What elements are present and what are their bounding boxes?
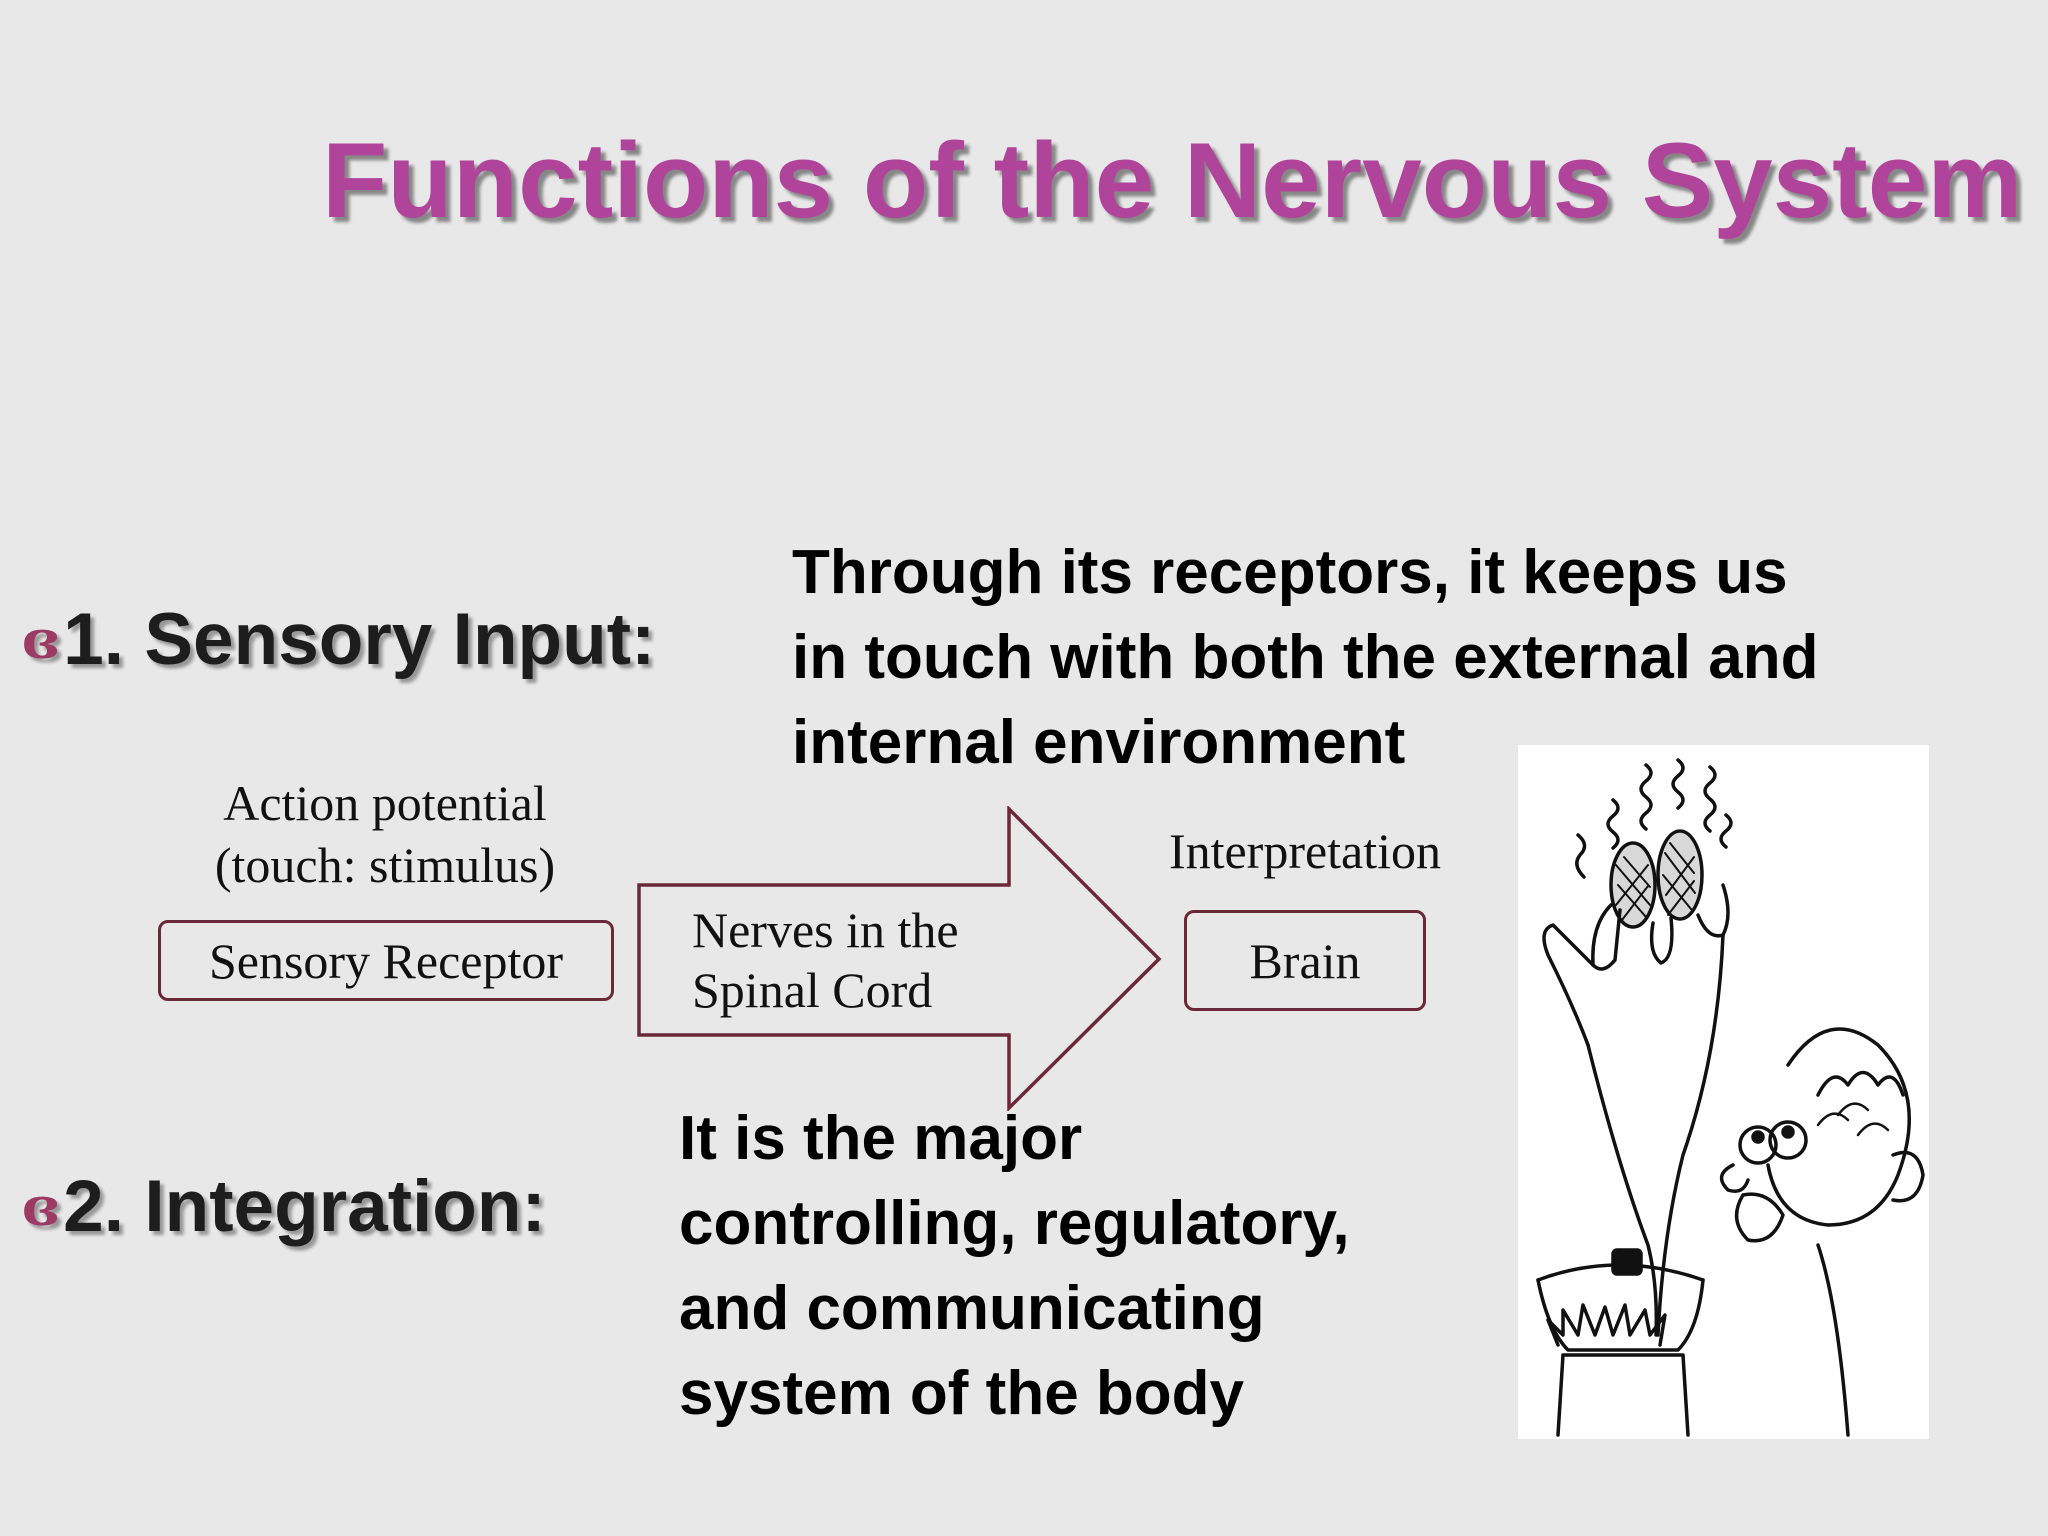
brain-label: Brain — [1249, 932, 1361, 989]
interpretation-caption: Interpretation — [1168, 823, 1442, 879]
brain-box: Brain — [1184, 910, 1426, 1011]
description-line: It is the major — [679, 1104, 1083, 1173]
integration-label: 2. Integration: — [63, 1166, 546, 1247]
caption-line: (touch: stimulus) — [214, 837, 556, 893]
sensory-input-description: Through its receptors, it keeps us in to… — [792, 530, 2022, 785]
action-potential-caption: Action potential (touch: stimulus) — [170, 772, 600, 896]
sensory-input-heading: ɞ1. Sensory Input: — [22, 598, 655, 681]
nerves-spinal-cord-label: Nerves in the Spinal Cord — [692, 900, 959, 1020]
description-line: and communicating — [679, 1274, 1265, 1343]
caption-line: Action potential — [223, 775, 547, 831]
bullet-icon: ɞ — [22, 610, 60, 672]
reflex-cartoon-icon — [1536, 758, 1925, 1437]
description-line: system of the body — [679, 1359, 1244, 1428]
nerve-signal-arrow-icon — [637, 806, 1162, 1111]
nerves-line: Spinal Cord — [692, 962, 933, 1018]
sensory-receptor-box: Sensory Receptor — [158, 920, 614, 1001]
nerves-line: Nerves in the — [692, 902, 959, 958]
burned-hand-cartoon-image — [1518, 745, 1929, 1439]
description-line: Through its receptors, it keeps us — [792, 538, 1788, 607]
description-line: internal environment — [792, 708, 1406, 777]
sensory-receptor-label: Sensory Receptor — [208, 932, 564, 989]
integration-heading: ɞ2. Integration: — [22, 1165, 546, 1248]
description-line: controlling, regulatory, — [679, 1189, 1350, 1258]
sensory-input-label: 1. Sensory Input: — [63, 599, 656, 680]
bullet-icon: ɞ — [22, 1177, 60, 1239]
slide-title: Functions of the Nervous System — [322, 120, 2023, 240]
description-line: in touch with both the external and — [792, 623, 1819, 692]
integration-description: It is the major controlling, regulatory,… — [679, 1096, 1499, 1436]
